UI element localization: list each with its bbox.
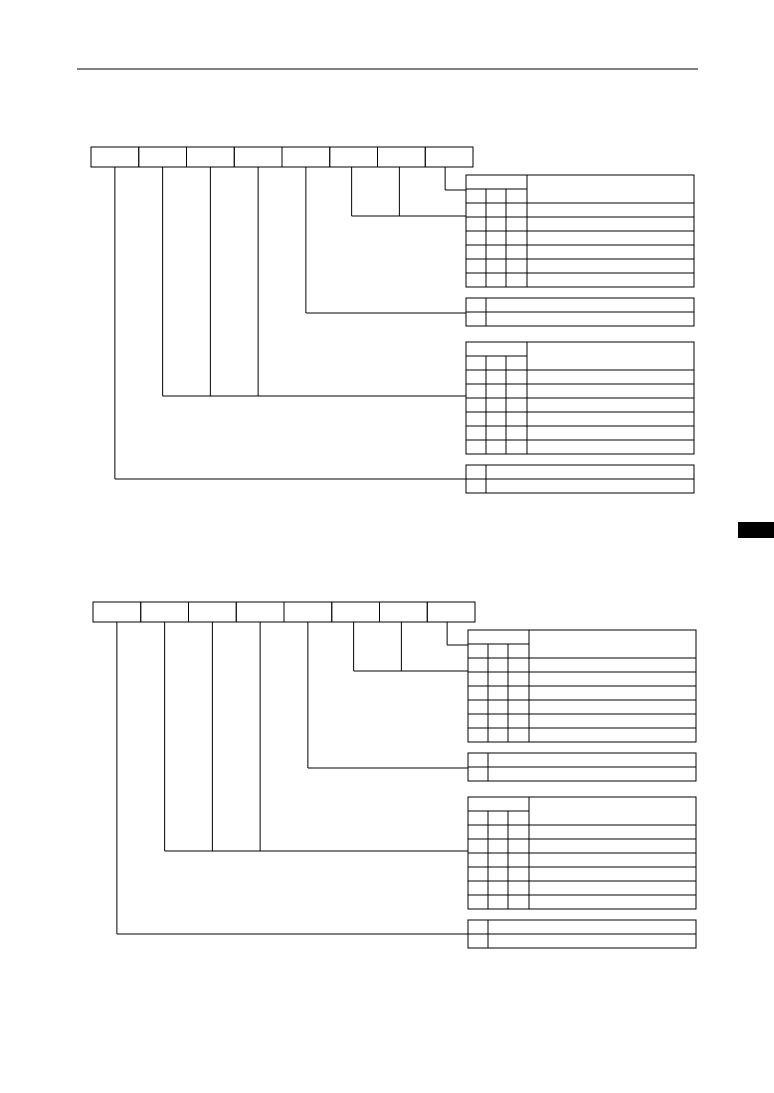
bit-flag-table-d: [467, 919, 697, 949]
bit-field-table-a: [465, 174, 695, 288]
bit-cell: [377, 146, 426, 168]
bit-cell: [424, 146, 474, 168]
bit-cell: [283, 601, 333, 623]
bit-cell: [92, 601, 142, 623]
bit-cell: [331, 601, 380, 623]
bit-cell: [329, 146, 378, 168]
bit-cell: [233, 146, 283, 168]
bit-field-table-c: [465, 341, 695, 455]
bit-flag-table-d: [465, 464, 695, 494]
bit-cell: [426, 601, 476, 623]
bit-field-table-a: [467, 629, 697, 743]
bit-cell: [186, 146, 235, 168]
bit-flag-table-b: [465, 297, 695, 327]
bit-field-table-c: [467, 796, 697, 910]
register-diagram-2: [92, 601, 697, 949]
bit-cell: [188, 601, 237, 623]
register-diagram-1: [90, 146, 695, 494]
bit-cell: [235, 601, 285, 623]
bit-cell: [281, 146, 331, 168]
bit-cell: [140, 601, 189, 623]
section-edge-tab: [738, 522, 774, 538]
bit-cell: [138, 146, 187, 168]
bit-cell: [90, 146, 140, 168]
bit-flag-table-b: [467, 752, 697, 782]
bit-cell: [379, 601, 428, 623]
